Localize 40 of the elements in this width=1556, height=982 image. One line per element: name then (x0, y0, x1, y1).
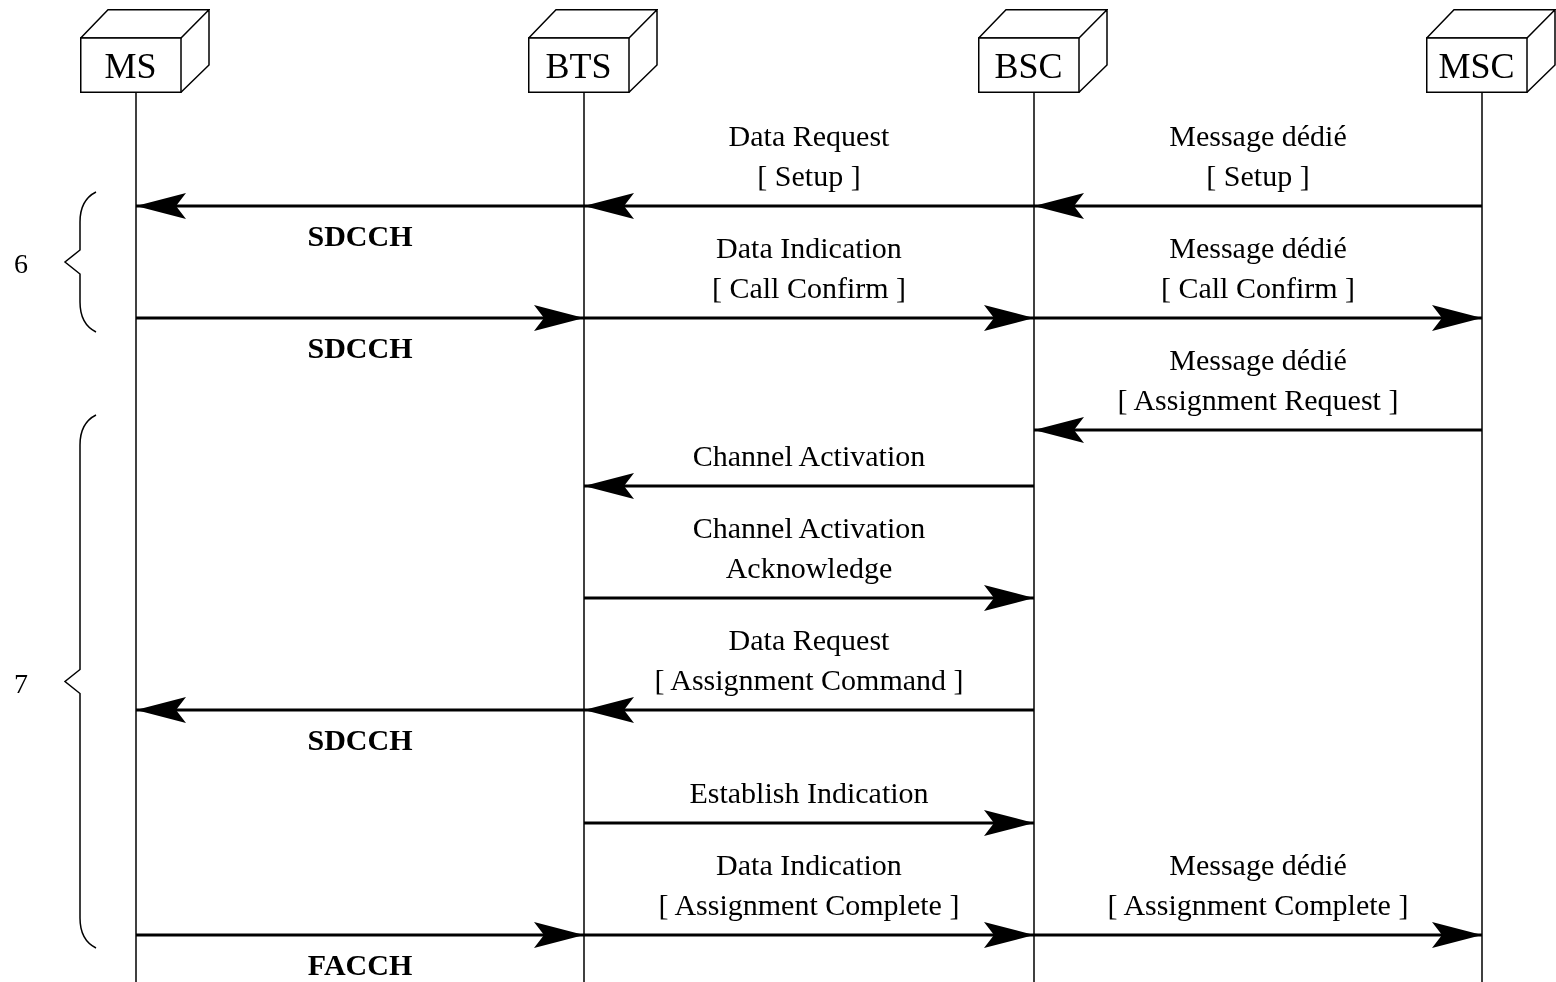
message-label: Channel Activation (691, 438, 927, 474)
entity-cube (1426, 9, 1556, 982)
message-arrow (584, 922, 1034, 948)
message-label: Data Request [ Assignment Command ] (653, 622, 965, 698)
message-arrow (584, 193, 1034, 219)
phase-number: 7 (14, 670, 28, 698)
message-label: Data Indication [ Assignment Complete ] (657, 847, 961, 923)
message-arrow (584, 305, 1034, 331)
message-arrow (584, 473, 1034, 499)
entity-name: BSC (993, 44, 1064, 88)
message-arrow (1034, 305, 1482, 331)
entity-name: MSC (1437, 44, 1516, 88)
message-arrow (584, 810, 1034, 836)
message-arrow (136, 922, 584, 948)
message-arrow (136, 305, 584, 331)
message-label: Data Indication [ Call Confirm ] (710, 230, 908, 306)
message-label: Channel Activation Acknowledge (691, 510, 927, 586)
message-label: Establish Indication (688, 775, 930, 811)
message-arrow (136, 697, 584, 723)
phase-number: 6 (14, 250, 28, 278)
message-arrow (1034, 417, 1482, 443)
message-label: Message dédié [ Assignment Request ] (1116, 342, 1400, 418)
message-arrow (584, 585, 1034, 611)
entity-name: BTS (544, 44, 613, 88)
message-label: Message dédié [ Call Confirm ] (1159, 230, 1357, 306)
entity-cube (80, 9, 210, 982)
message-label: SDCCH (306, 722, 414, 758)
message-label: Message dédié [ Assignment Complete ] (1106, 847, 1410, 923)
entity-cube (528, 9, 658, 982)
message-label: FACCH (306, 947, 414, 982)
message-label: SDCCH (306, 330, 414, 366)
message-arrow (584, 697, 1034, 723)
message-label: Message dédié [ Setup ] (1168, 118, 1348, 194)
message-arrow (136, 193, 584, 219)
entity-name: MS (103, 44, 158, 88)
entity-cube (978, 9, 1108, 982)
message-arrow (1034, 922, 1482, 948)
message-arrow (1034, 193, 1482, 219)
message-label: SDCCH (306, 218, 414, 254)
message-label: Data Request [ Setup ] (727, 118, 891, 194)
